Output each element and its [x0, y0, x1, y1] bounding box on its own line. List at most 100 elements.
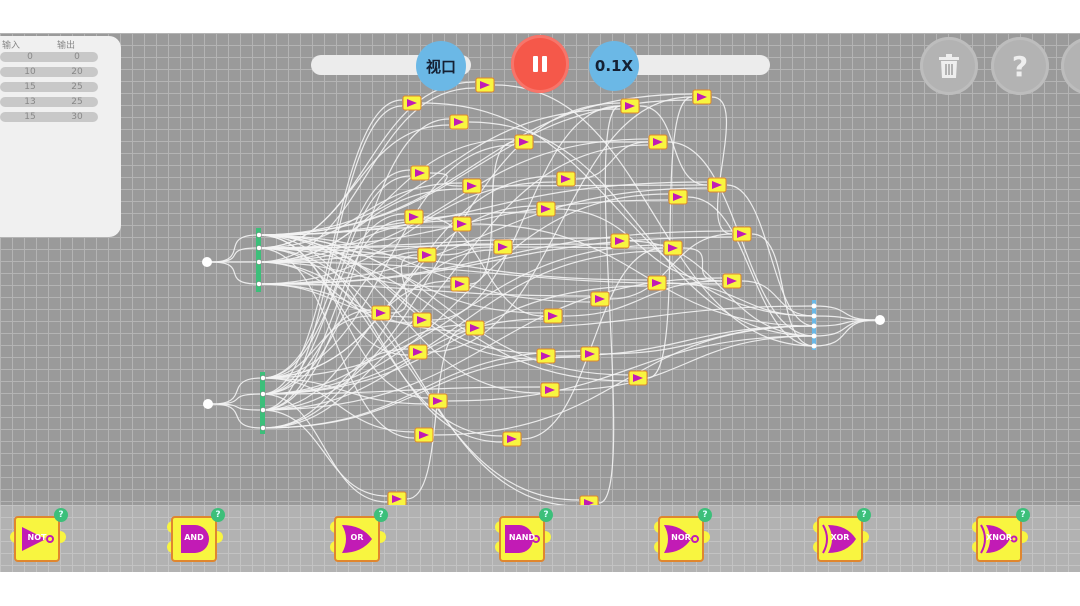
- output-value: 0: [74, 52, 80, 62]
- palette-gate-not[interactable]: NOT?: [10, 505, 72, 572]
- wire: [257, 261, 451, 288]
- wire: [257, 108, 621, 236]
- palette-gate-xnor[interactable]: XNOR?: [972, 505, 1034, 572]
- wire: [741, 280, 815, 317]
- wire: [512, 246, 664, 249]
- gate-symbol-icon: [419, 431, 429, 439]
- input-bus-b: [260, 372, 265, 434]
- gate-symbol-icon: [455, 280, 465, 288]
- wire: [559, 335, 815, 391]
- palette-gate-or[interactable]: OR?: [330, 505, 392, 572]
- wire: [726, 184, 815, 327]
- gate-symbol-icon: [541, 352, 551, 360]
- gate-symbol-icon: [392, 495, 402, 503]
- bus-port: [260, 391, 266, 397]
- pause-button[interactable]: [511, 35, 569, 93]
- wire: [436, 246, 494, 256]
- wire: [257, 261, 580, 501]
- wire: [261, 377, 429, 405]
- gate-symbol-icon: [652, 279, 662, 287]
- gate-symbol-icon: [561, 175, 571, 183]
- wire: [575, 141, 649, 180]
- gate-symbol-icon: [625, 102, 635, 110]
- wire: [813, 319, 877, 347]
- wire: [687, 196, 815, 347]
- gate-symbol-icon: [653, 138, 663, 146]
- output-node: [875, 315, 885, 325]
- help-button[interactable]: ?: [991, 37, 1049, 95]
- gate-symbol-icon: [433, 397, 443, 405]
- wire: [598, 105, 621, 504]
- bus-port: [256, 281, 262, 287]
- gate-symbol-icon: [422, 251, 432, 259]
- wire: [261, 250, 664, 395]
- wire: [261, 377, 415, 433]
- wire: [469, 141, 515, 285]
- xnor-gate-icon: [980, 524, 1018, 554]
- pause-icon: [533, 56, 547, 72]
- wire: [261, 386, 541, 395]
- xor-gate-icon: [822, 524, 856, 554]
- wire: [261, 105, 403, 411]
- wire: [261, 409, 388, 497]
- delete-button[interactable]: [920, 37, 978, 95]
- trash-icon: [939, 54, 959, 78]
- output-value: 25: [71, 97, 83, 107]
- wire: [261, 318, 544, 411]
- gate-help-badge[interactable]: ?: [54, 508, 68, 522]
- wire: [711, 96, 733, 235]
- gate-palette: NOT?AND?OR?NAND?NOR?XOR?XNOR?: [0, 505, 1080, 572]
- gate-symbol-icon: [498, 243, 508, 251]
- bus-port: [256, 259, 262, 265]
- gate-help-badge[interactable]: ?: [374, 508, 388, 522]
- input-value: 15: [24, 82, 36, 92]
- gate-symbol-icon: [480, 81, 490, 89]
- wire: [751, 233, 815, 347]
- wire: [609, 233, 733, 300]
- input-node: [203, 399, 213, 409]
- gate-help-badge[interactable]: ?: [539, 508, 553, 522]
- gate-symbol-icon: [615, 237, 625, 245]
- bus-port: [260, 407, 266, 413]
- wire: [261, 102, 621, 411]
- gate-help-badge[interactable]: ?: [1016, 508, 1030, 522]
- viewport-button[interactable]: 视口: [416, 41, 466, 91]
- gate-symbol-icon: [470, 324, 480, 332]
- gate-label: NOT: [27, 533, 47, 542]
- palette-gate-nor[interactable]: NOR?: [654, 505, 716, 572]
- circuit-wires: [202, 77, 885, 511]
- wire: [211, 403, 263, 429]
- input-node: [202, 257, 212, 267]
- input-value: 10: [24, 67, 36, 77]
- gate-symbol-icon: [727, 277, 737, 285]
- palette-gate-xor[interactable]: XOR?: [813, 505, 875, 572]
- wire: [211, 377, 263, 405]
- wire: [494, 84, 815, 347]
- wire: [257, 181, 557, 285]
- palette-gate-nand[interactable]: NAND?: [495, 505, 557, 572]
- speed-slider[interactable]: [610, 55, 770, 75]
- wire: [484, 305, 815, 329]
- palette-gate-and[interactable]: AND?: [167, 505, 229, 572]
- gate-help-badge[interactable]: ?: [211, 508, 225, 522]
- wire: [261, 205, 537, 379]
- speed-button[interactable]: 0.1X: [589, 41, 639, 91]
- gate-label: NOR: [671, 533, 691, 542]
- gate-symbol-icon: [633, 374, 643, 382]
- gate-symbol-icon: [413, 348, 423, 356]
- gate-symbol-icon: [507, 435, 517, 443]
- menu-button[interactable]: ⋮: [1061, 37, 1080, 95]
- wire: [647, 96, 693, 379]
- wire: [447, 335, 815, 402]
- wire: [257, 234, 503, 443]
- bus-port: [811, 313, 817, 319]
- wire: [257, 234, 541, 394]
- wire: [427, 96, 693, 353]
- gate-help-badge[interactable]: ?: [857, 508, 871, 522]
- wire: [257, 247, 580, 507]
- gate-help-badge[interactable]: ?: [698, 508, 712, 522]
